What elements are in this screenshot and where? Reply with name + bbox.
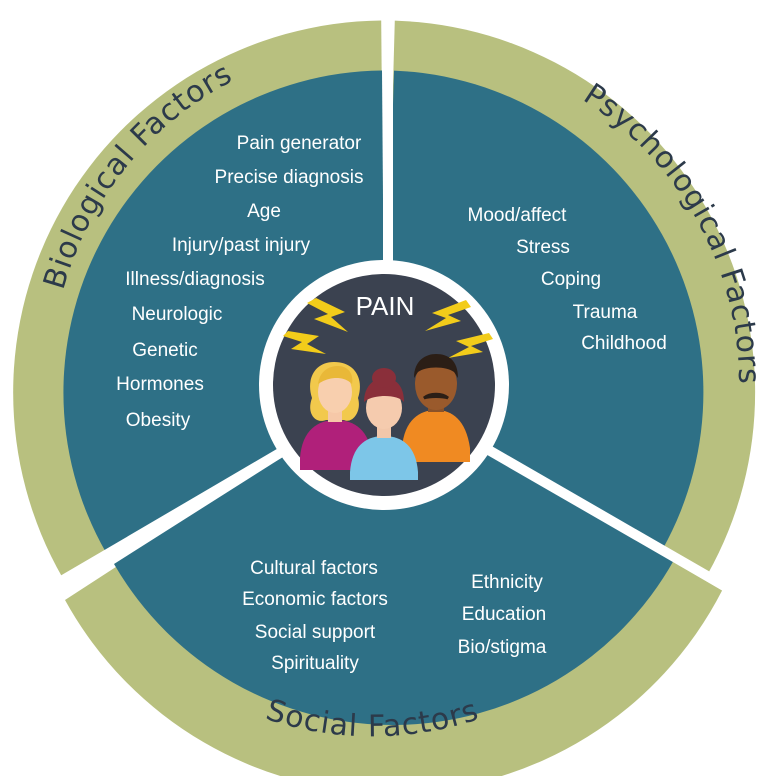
person-right-icon <box>402 354 470 462</box>
bio-item: Age <box>247 201 281 222</box>
bio-item: Genetic <box>132 340 197 361</box>
social-item: Economic factors <box>242 589 388 610</box>
psych-item: Childhood <box>581 333 667 354</box>
social-items-left: Cultural factors Economic factors Social… <box>242 558 388 674</box>
center-title: PAIN <box>356 291 415 321</box>
psychological-items: Mood/affect Stress Coping Trauma Childho… <box>468 205 667 354</box>
social-item: Bio/stigma <box>458 637 547 658</box>
inner-sector-social <box>114 392 674 726</box>
bio-item: Hormones <box>116 374 204 395</box>
center-hub: PAIN <box>259 260 509 510</box>
bio-item: Precise diagnosis <box>215 167 364 188</box>
person-left-icon <box>300 362 372 470</box>
social-item: Education <box>462 604 547 625</box>
person-center-icon <box>350 368 418 480</box>
social-item: Ethnicity <box>471 572 543 593</box>
psych-item: Coping <box>541 269 601 290</box>
bio-item: Injury/past injury <box>172 235 311 256</box>
social-item: Spirituality <box>271 653 359 674</box>
bio-item: Illness/diagnosis <box>125 269 264 290</box>
biological-items: Pain generator Precise diagnosis Age Inj… <box>116 133 363 431</box>
bio-item: Obesity <box>126 410 191 431</box>
social-item: Cultural factors <box>250 558 378 579</box>
bio-item: Neurologic <box>132 304 223 325</box>
social-items-right: Ethnicity Education Bio/stigma <box>458 572 547 658</box>
lightning-bolt-icon <box>283 298 493 358</box>
psych-item: Stress <box>516 237 570 258</box>
people-group-icon <box>300 354 470 480</box>
psych-item: Trauma <box>573 302 638 323</box>
social-item: Social support <box>255 622 376 643</box>
psych-item: Mood/affect <box>468 205 568 226</box>
bio-item: Pain generator <box>237 133 362 154</box>
